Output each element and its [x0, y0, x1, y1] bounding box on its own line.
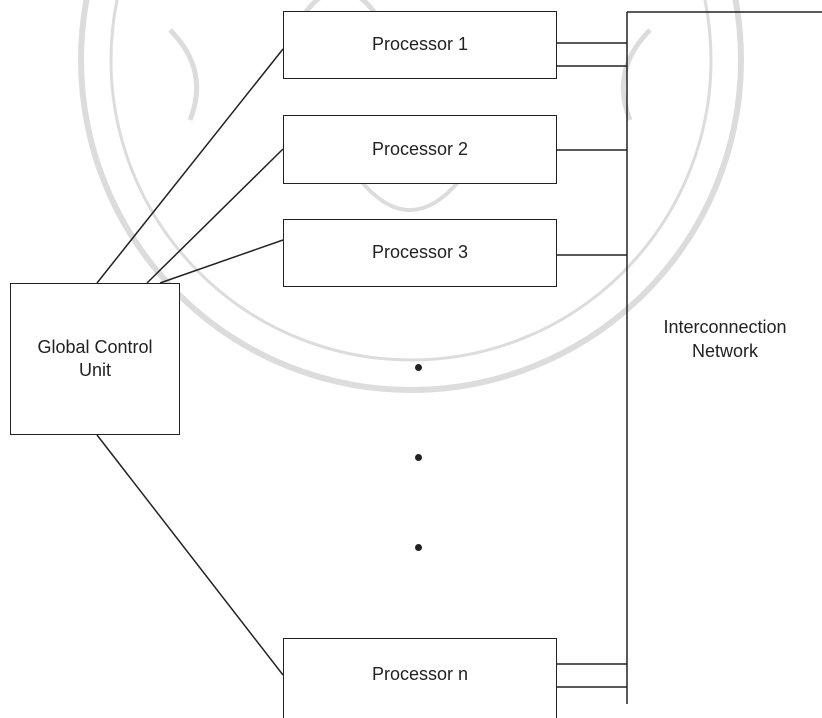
link-cu-pn [97, 435, 283, 675]
network-label-line1: Interconnection [640, 315, 810, 339]
processor-n-box: Processor n [283, 638, 557, 718]
ellipsis-dot [415, 364, 422, 371]
processor-1-box: Processor 1 [283, 11, 557, 79]
link-cu-p2 [147, 149, 283, 283]
interconnection-network-label: Interconnection Network [640, 315, 810, 364]
processor-3-box: Processor 3 [283, 219, 557, 287]
processor-2-label: Processor 2 [372, 138, 468, 161]
processor-3-label: Processor 3 [372, 241, 468, 264]
ellipsis-dot [415, 544, 422, 551]
control-unit-label-line1: Global Control [37, 336, 152, 359]
processor-1-label: Processor 1 [372, 33, 468, 56]
global-control-unit-box: Global Control Unit [10, 283, 180, 435]
processor-2-box: Processor 2 [283, 115, 557, 184]
ellipsis-dot [415, 454, 422, 461]
link-cu-p1 [97, 49, 283, 283]
link-cu-p3 [160, 240, 283, 283]
control-unit-label-line2: Unit [37, 359, 152, 382]
processor-n-label: Processor n [372, 663, 468, 686]
network-label-line2: Network [640, 339, 810, 363]
